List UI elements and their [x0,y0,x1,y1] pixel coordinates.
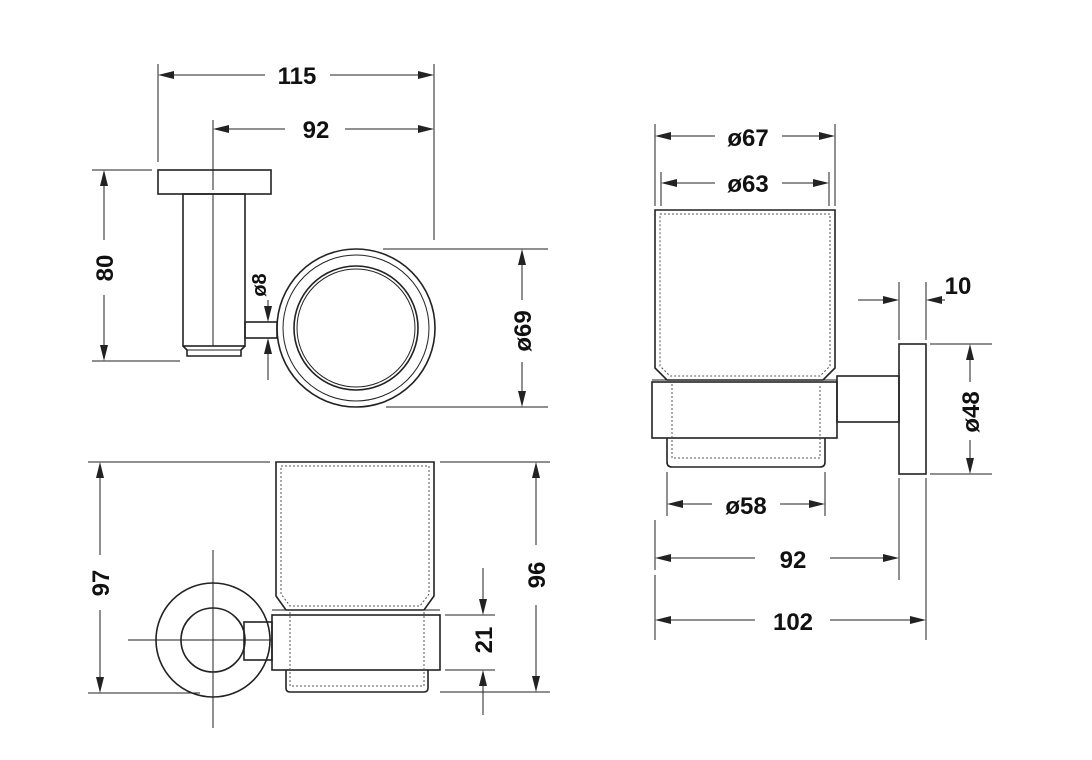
glass-outline [275,461,435,611]
dim-ring-diameter: ø69 [510,310,537,351]
dim-glass-bottom: ø58 [725,493,766,520]
dim-plate-diameter: ø48 [958,391,985,432]
ring-mid [282,254,430,402]
dim-height-top: 80 [92,255,119,282]
dim-glass-top-outer: ø67 [727,125,768,152]
sleeve [271,614,441,671]
dim-glass-height: 96 [524,562,551,589]
dim-holder-depth-top: 92 [303,117,330,144]
dim-glass-top-inner: ø63 [727,171,768,198]
arm-side [836,375,900,423]
side-view: ø67 ø63 10 ø48 ø58 [651,124,992,640]
dim-rod-diameter: ø8 [249,273,271,296]
arm-end-cap [182,345,246,357]
holder-arm [182,193,246,347]
dim-plate-thickness: 10 [945,273,972,300]
dim-holder-depth-side: 92 [780,547,807,574]
ring-inner [293,265,419,391]
wall-plate-side [898,343,927,475]
top-view: 115 92 80 ø8 ø69 [92,63,548,408]
rod [244,321,278,339]
wall-plate [157,169,272,195]
dim-overall-depth-top: 115 [278,63,317,90]
dim-overall-depth-side: 102 [773,609,813,636]
front-view: 97 96 21 [88,461,551,728]
sleeve-side [651,381,838,439]
ring-outer [276,248,436,408]
glass-side-outline [654,209,836,381]
dim-sleeve-height: 21 [471,627,498,654]
dim-overall-height: 97 [88,570,115,597]
